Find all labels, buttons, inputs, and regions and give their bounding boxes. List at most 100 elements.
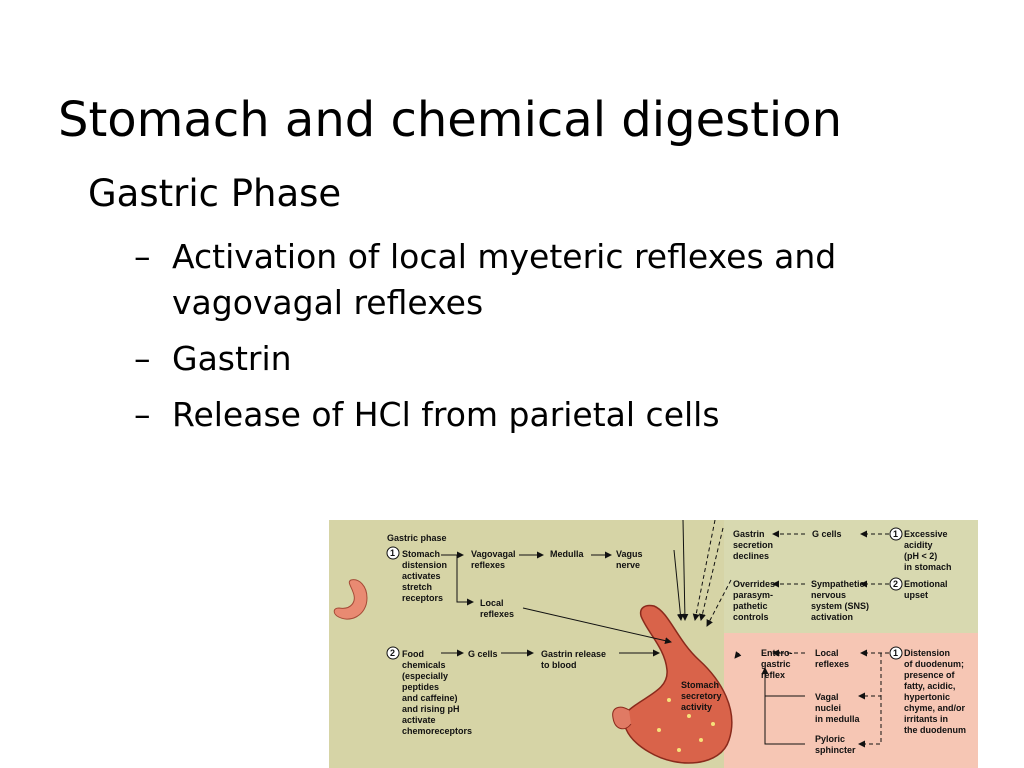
figure-label-line: Stomach xyxy=(402,549,440,559)
step2-number-badge: 2 xyxy=(386,646,400,660)
figure-label-line: irritants in xyxy=(904,714,948,724)
figure-label-line: Vagus xyxy=(616,549,643,559)
excessive-acidity-number-badge: 1 xyxy=(889,527,903,541)
figure-label-line: in stomach xyxy=(904,562,952,572)
bullet-item: –Gastrin xyxy=(134,336,994,382)
subheading-gastric-phase: Gastric Phase xyxy=(88,172,342,215)
g-cells-2-label: G cells xyxy=(812,529,842,539)
figure-label-line: Distension xyxy=(904,648,950,658)
figure-label-line: receptors xyxy=(402,593,443,603)
figure-label-line: stretch xyxy=(402,582,432,592)
figure-label-line: and rising pH xyxy=(402,704,460,714)
figure-label-line: Food xyxy=(402,649,424,659)
figure-label-line: (pH < 2) xyxy=(904,551,937,561)
figure-label-line: of duodenum; xyxy=(904,659,964,669)
figure-label-line: activates xyxy=(402,571,441,581)
figure-label-line: activation xyxy=(811,612,853,622)
figure-label-line: Excessive xyxy=(904,529,948,539)
figure-label-line: declines xyxy=(733,551,769,561)
stomach-illustration xyxy=(612,604,733,764)
figure-label-line: Gastrin xyxy=(733,529,765,539)
figure-label-line: chemicals xyxy=(402,660,446,670)
figure-label-line: Stomach xyxy=(681,680,719,690)
figure-label-line: Vagovagal xyxy=(471,549,516,559)
figure-label-line: and caffeine) xyxy=(402,693,458,703)
figure-label-line: (especially xyxy=(402,671,448,681)
figure-label-line: acidity xyxy=(904,540,933,550)
figure-label-line: the duodenum xyxy=(904,725,966,735)
bullet-list: –Activation of local myeteric reflexes a… xyxy=(134,234,994,448)
figure-label-line: chemoreceptors xyxy=(402,726,472,736)
figure-label-line: secretion xyxy=(733,540,773,550)
svg-text:2: 2 xyxy=(893,579,898,589)
bullet-text: Activation of local myeteric reflexes an… xyxy=(172,237,837,322)
figure-label-line: distension xyxy=(402,560,447,570)
bullet-text: Release of HCl from parietal cells xyxy=(172,395,720,434)
figure-label-line: hypertonic xyxy=(904,692,950,702)
figure-label-line: Emotional xyxy=(904,579,948,589)
bullet-text: Gastrin xyxy=(172,339,292,378)
figure-label-line: activity xyxy=(681,702,712,712)
figure-label-line: Overrides xyxy=(733,579,775,589)
figure-label-line: pathetic xyxy=(733,601,768,611)
step1-number-badge: 1 xyxy=(386,546,400,560)
figure-label-line: parasym- xyxy=(733,590,773,600)
small-stomach-icon xyxy=(333,579,368,620)
svg-text:1: 1 xyxy=(893,529,898,539)
figure-label-line: sphincter xyxy=(815,745,856,755)
figure-label-line: nuclei xyxy=(815,703,841,713)
figure-label-line: system (SNS) xyxy=(811,601,869,611)
medulla-label: Medulla xyxy=(550,549,584,559)
figure-label-line: to blood xyxy=(541,660,577,670)
bullet-dash: – xyxy=(134,395,151,434)
right-top-panel-bg xyxy=(724,520,978,633)
emotional-upset-number-badge: 2 xyxy=(889,577,903,591)
figure-label-line: Entero- xyxy=(761,648,793,658)
g-cells-label: G cells xyxy=(468,649,498,659)
figure-label-line: Gastrin release xyxy=(541,649,606,659)
figure-label-line: peptides xyxy=(402,682,439,692)
figure-label-line: gastric xyxy=(761,659,791,669)
figure-label-line: Sympathetic xyxy=(811,579,865,589)
figure-label-line: reflexes xyxy=(815,659,849,669)
figure-label-line: activate xyxy=(402,715,436,725)
figure-label-line: in medulla xyxy=(815,714,861,724)
figure-label-line: fatty, acidic, xyxy=(904,681,955,691)
svg-text:1: 1 xyxy=(893,648,898,658)
svg-text:1: 1 xyxy=(390,548,395,558)
figure-label-line: chyme, and/or xyxy=(904,703,966,713)
figure-label-line: controls xyxy=(733,612,769,622)
figure-label-line: nervous xyxy=(811,590,846,600)
figure-label-line: secretory xyxy=(681,691,722,701)
figure-label-line: reflexes xyxy=(471,560,505,570)
figure-label-line: Pyloric xyxy=(815,734,845,744)
bullet-item: –Release of HCl from parietal cells xyxy=(134,392,994,438)
figure-label-line: nerve xyxy=(616,560,640,570)
bullet-dash: – xyxy=(134,237,151,276)
figure-label-line: Local xyxy=(480,598,504,608)
slide-title: Stomach and chemical digestion xyxy=(58,92,843,148)
distension-number-badge: 1 xyxy=(889,646,903,660)
figure-label-line: Vagal xyxy=(815,692,839,702)
panel-title: Gastric phase xyxy=(387,533,447,543)
bullet-dash: – xyxy=(134,339,151,378)
right-bottom-panel-bg xyxy=(724,633,978,768)
figure-label-line: reflex xyxy=(761,670,785,680)
svg-text:2: 2 xyxy=(390,648,395,658)
